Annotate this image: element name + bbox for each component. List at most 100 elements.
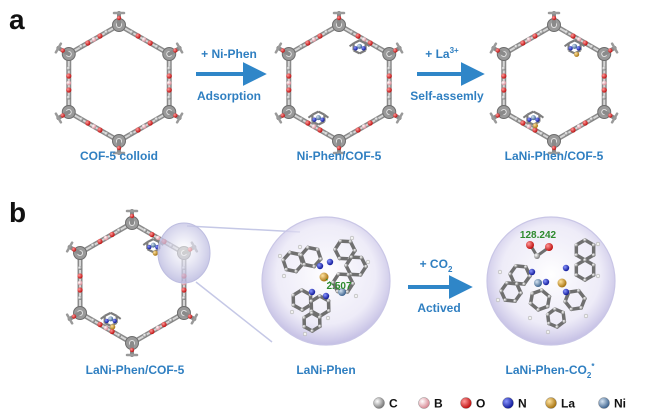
nitrogen-atom: [322, 292, 330, 300]
carbon-atom: [576, 288, 581, 293]
carbon-atom: [291, 303, 296, 308]
cof-terminus: [190, 313, 199, 325]
oxygen-atom: [393, 113, 398, 118]
nitrogen-atom: [112, 318, 117, 324]
boron-atom: [91, 37, 97, 42]
carbon-atom: [324, 30, 329, 35]
nitrogen-atom: [568, 46, 573, 51]
nitrogen-atom: [562, 264, 570, 272]
lani-phen-co2-bubble: [486, 216, 616, 346]
carbon-atom: [79, 44, 84, 49]
label-lani-phen-co2: LaNi-Phen-CO2*: [506, 362, 596, 380]
oxygen-atom: [495, 113, 500, 118]
boron-atom: [601, 80, 607, 86]
carbon-atom: [574, 263, 579, 267]
carbon-atom: [591, 273, 596, 277]
boron-atom: [576, 124, 582, 129]
nitrogen-atom: [576, 46, 581, 51]
carbon-atom: [545, 312, 550, 317]
guest-bond: [526, 110, 534, 116]
guest-bond: [574, 39, 582, 45]
guest-bond: [522, 113, 529, 119]
oxygen-atom: [149, 328, 155, 335]
carbon-atom: [117, 333, 122, 338]
oxygen-atom: [97, 321, 103, 328]
carbon-atom: [294, 269, 298, 274]
cof5-colloid-structure: [54, 11, 184, 155]
carbon-atom: [306, 245, 310, 250]
oxygen-atom: [85, 40, 91, 46]
carbon-atom: [539, 131, 544, 136]
oxygen-atom: [97, 238, 103, 245]
ni-la-distance: 2.507: [326, 281, 351, 292]
nitrogen-atom: [361, 46, 366, 51]
oxygen-atom: [147, 120, 153, 126]
carbon-atom: [602, 66, 607, 71]
oxygen-atom: [60, 48, 65, 53]
oxygen-atom: [109, 231, 115, 238]
hydrogen-atom: [281, 273, 287, 279]
legend-swatch-n: [502, 397, 514, 409]
cof-terminus: [274, 112, 283, 124]
guest-bond: [579, 42, 586, 48]
carbon-atom: [591, 253, 596, 257]
boron-atom: [103, 325, 109, 331]
cof-terminus: [395, 112, 404, 124]
boron-atom: [141, 124, 147, 129]
nitrogen-atom: [562, 288, 570, 296]
nitrogen-atom: [542, 278, 550, 286]
guest-bond: [307, 113, 314, 119]
nitrogen-atom: [312, 117, 317, 122]
hydrogen-atom: [583, 313, 589, 319]
hydrogen-atom: [595, 241, 601, 247]
carbon-atom: [317, 315, 322, 320]
guest-bond: [142, 241, 148, 246]
step2-process: Self-assemly: [410, 89, 484, 103]
carbon-atom: [563, 299, 567, 304]
carbon-atom: [547, 294, 552, 299]
nickel-atom: [315, 115, 321, 121]
ni-phen-cof5-structure: [274, 11, 404, 155]
oxygen-atom: [173, 48, 178, 53]
carbon-atom: [514, 44, 519, 49]
carbon-atom: [338, 239, 343, 243]
hydrogen-atom: [302, 331, 308, 337]
carbon-atom: [331, 280, 335, 285]
lanthanum-atom: [557, 278, 567, 288]
carbon-atom: [299, 253, 303, 257]
oxygen-atom: [135, 127, 141, 133]
boron-atom: [166, 80, 172, 86]
carbon-atom: [583, 278, 587, 282]
carbon-atom: [589, 44, 594, 49]
lanthanum-atom: [110, 324, 116, 330]
legend-label-la: La: [561, 397, 575, 411]
co2-carbon-atom: [534, 253, 540, 259]
carbon-atom: [345, 290, 350, 294]
carbon-atom: [589, 117, 594, 122]
carbon-atom: [319, 257, 323, 261]
panel-b-letter: b: [9, 197, 26, 228]
oxygen-atom: [116, 15, 122, 21]
nitrogen-atom: [320, 117, 325, 122]
oxygen-atom: [608, 48, 613, 53]
boron-atom: [311, 37, 317, 42]
carbon-atom: [374, 44, 379, 49]
guest-bond: [348, 42, 355, 48]
carbon-atom: [299, 117, 304, 122]
oxygen-atom: [66, 73, 72, 79]
oxygen-atom: [147, 40, 153, 46]
lanthanum-atom: [532, 123, 539, 129]
boron-atom: [501, 80, 507, 86]
oxygen-atom: [608, 113, 613, 118]
boron-atom: [361, 124, 367, 129]
oxygen-atom: [551, 15, 557, 21]
cof-terminus: [274, 42, 283, 54]
carbon-atom: [302, 324, 307, 329]
carbon-atom: [349, 255, 354, 259]
oxygen-atom: [532, 33, 538, 39]
guest-bond: [364, 42, 371, 48]
legend-swatch-c: [373, 397, 385, 409]
carbon-atom: [317, 294, 322, 298]
carbon-atom: [129, 30, 134, 35]
